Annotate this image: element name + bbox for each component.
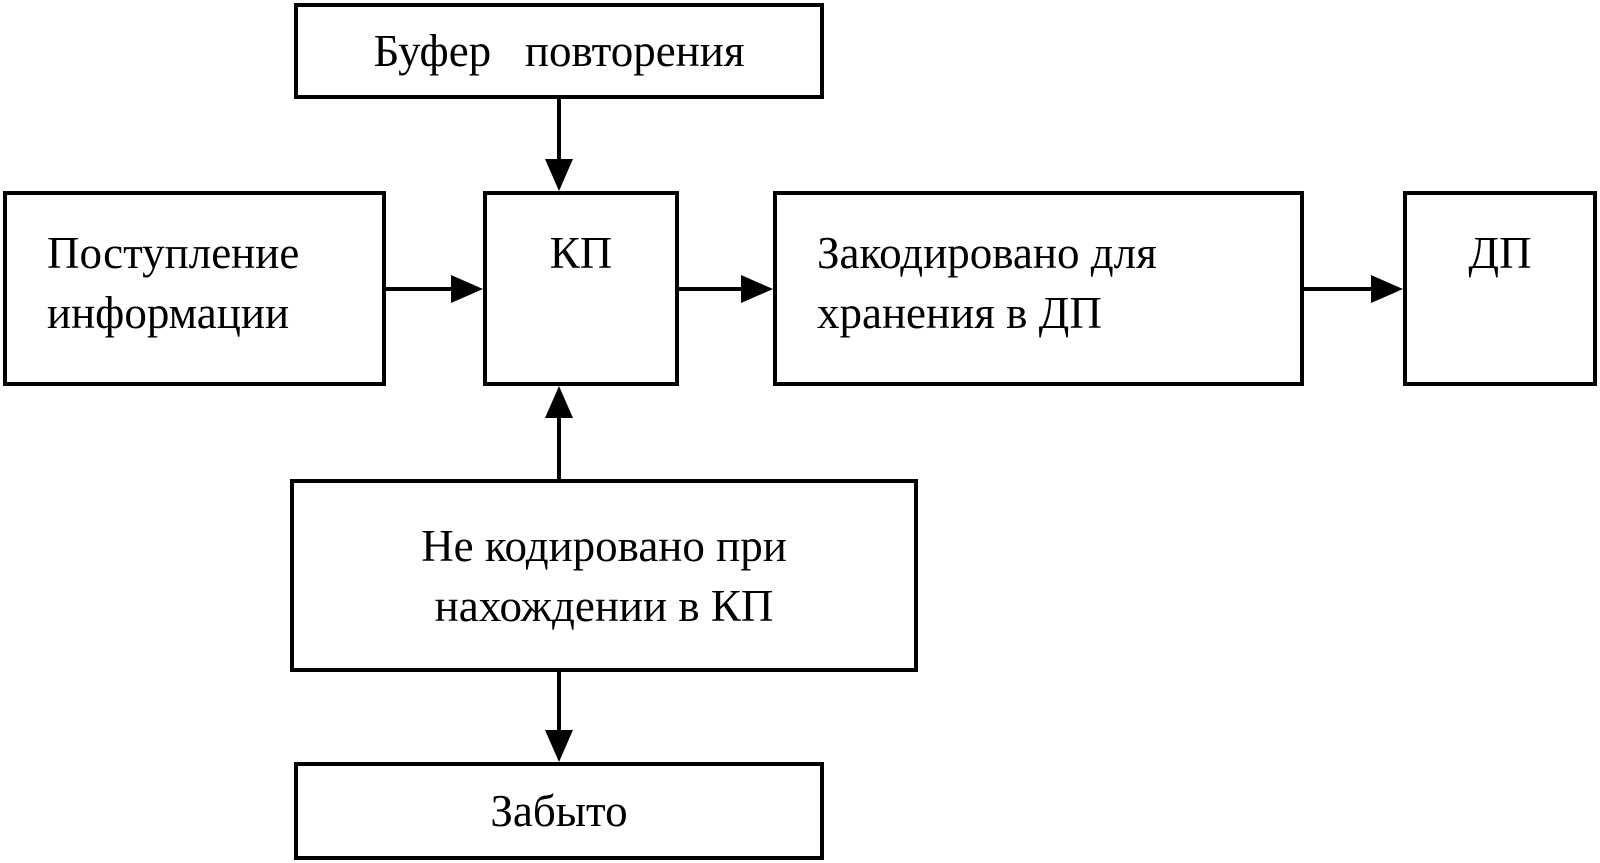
arrow-input-to-kp [386,275,483,303]
arrow-not-encoded-to-kp [545,386,573,479]
dp-box: ДП [1403,191,1597,386]
kp-box: КП [483,191,679,386]
input-label-line-1: Поступление [47,228,300,278]
not-encoded-label-line-2: нахождении в КП [434,580,774,631]
input-box: Поступление информации [3,191,386,386]
buffer-box: Буфер повторения [294,3,824,99]
input-label-line-2: информации [47,288,290,338]
arrow-kp-to-encoded [679,275,773,303]
encoded-label-line-1: Закодировано для [817,228,1157,278]
arrow-not-encoded-to-forgotten [545,672,573,762]
arrow-encoded-to-dp [1304,275,1403,303]
kp-label: КП [549,228,613,278]
arrow-buffer-to-kp [545,99,573,191]
buffer-label: Буфер повторения [373,26,745,76]
dp-label: ДП [1468,228,1532,278]
not-encoded-label-line-1: Не кодировано при [421,520,787,571]
encoded-label-line-2: хранения в ДП [817,288,1102,338]
not-encoded-box: Не кодировано при нахождении в КП [290,479,918,672]
forgotten-label: Забыто [490,786,628,836]
encoded-box: Закодировано для хранения в ДП [773,191,1304,386]
forgotten-box: Забыто [294,762,824,860]
